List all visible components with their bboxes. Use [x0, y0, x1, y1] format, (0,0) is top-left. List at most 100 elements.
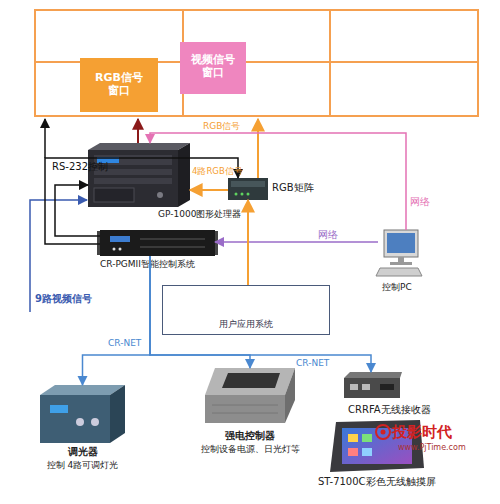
graphics-processor-device	[157, 192, 163, 198]
graphics-processor: GP-1000图形处理器	[88, 143, 190, 207]
node-text: ST-7100C彩色无线触摸屏	[318, 476, 473, 488]
watermark-logo	[376, 425, 390, 439]
power-controller-device	[212, 405, 278, 406]
graphics-processor-device	[88, 143, 190, 150]
video-window: 视频信号 窗口	[180, 42, 246, 94]
control-system-rack	[140, 238, 205, 240]
dimmer-device	[40, 385, 125, 443]
watermark-logo	[381, 430, 386, 435]
graphics-processor-device	[94, 188, 134, 202]
connector-label: 4路RGB信号	[192, 166, 272, 176]
control-pc	[376, 230, 422, 276]
rgb-matrix-device	[247, 193, 250, 196]
touch-panel-device	[330, 420, 424, 472]
signal-wire	[137, 119, 139, 143]
connector-label: 网络	[410, 196, 490, 208]
control-system-rack	[110, 236, 130, 242]
power-controller-device	[222, 373, 280, 388]
rgb-window: RGB信号 窗口	[80, 58, 158, 112]
control-pc	[390, 262, 412, 265]
signal-connector	[150, 256, 250, 368]
node-text: CR-PGMII智能控制系统	[100, 259, 235, 270]
rgb-matrix: RGB矩阵	[228, 178, 268, 200]
user-system-box: 用户应用系统	[162, 285, 330, 335]
signal-connector	[215, 241, 378, 243]
touch-panel: ST-7100C彩色无线触摸屏	[330, 420, 422, 472]
control-system-rack	[100, 230, 215, 256]
signal-wire	[257, 119, 259, 178]
control-system-rack	[113, 248, 116, 251]
graphics-processor-device	[88, 143, 190, 207]
touch-panel-device	[362, 448, 372, 456]
rgb-matrix-device	[228, 178, 268, 200]
wireless-receiver-device	[380, 384, 394, 390]
touch-panel-device	[348, 434, 358, 442]
graphics-processor-device	[97, 157, 119, 163]
dimmer-device	[50, 405, 68, 413]
wireless-receiver-device	[362, 384, 370, 390]
dimmer: 调光器控制 4路可调灯光	[40, 385, 125, 443]
signal-wire	[44, 119, 46, 158]
node-text: 强电控制器	[190, 430, 310, 442]
graphics-processor-device	[178, 143, 190, 207]
signal-wire	[30, 200, 87, 312]
rgb-matrix-device	[231, 181, 265, 187]
graphics-processor-device	[94, 178, 172, 184]
node-text: RGB矩阵	[272, 182, 332, 194]
rgb-matrix-device	[235, 193, 238, 196]
signal-connector	[55, 185, 100, 236]
power-controller-device	[285, 368, 295, 423]
power-controller: 强电控制器控制设备电源、日光灯等	[205, 368, 295, 423]
control-pc	[376, 268, 422, 276]
connector-label: CR-NET	[108, 338, 188, 349]
rgb-matrix-device	[228, 178, 268, 200]
power-controller-device	[212, 413, 278, 414]
wireless-receiver-device	[344, 372, 402, 398]
node-text: 用户应用系统	[163, 319, 329, 330]
dimmer-device	[76, 418, 84, 426]
wireless-receiver-device	[344, 378, 400, 398]
node-text: 控制 4路可调灯光	[30, 460, 135, 471]
wireless-receiver: CRRFA无线接收器	[340, 372, 402, 400]
rgb-matrix-device	[241, 193, 244, 196]
node-text: 视频信号 窗口	[184, 53, 242, 79]
signal-connector	[83, 256, 151, 385]
wireless-receiver-device	[350, 384, 358, 390]
dimmer-device	[110, 385, 125, 443]
dimmer-device	[91, 418, 99, 426]
dimmer-device	[40, 395, 110, 443]
wireless-receiver-device	[344, 372, 402, 378]
signal-connector	[247, 200, 249, 285]
control-system-rack	[119, 248, 122, 251]
graphics-processor-device	[94, 155, 172, 165]
video-wall	[35, 10, 478, 116]
control-pc	[384, 230, 418, 257]
control-system: CR-PGMII智能控制系统	[100, 230, 215, 256]
graphics-processor-device	[88, 150, 178, 207]
video-wall	[35, 10, 478, 116]
power-controller-device	[205, 368, 295, 423]
signal-label: RGB信号	[203, 121, 263, 132]
node-text: 控制设备电源、日光灯等	[190, 444, 310, 455]
connector-label: CR-NET	[296, 358, 376, 369]
signal-label: 9路视频信号	[35, 293, 125, 305]
control-pc	[387, 233, 415, 253]
signal-connector	[150, 256, 371, 372]
signal-connector	[45, 158, 238, 244]
node-text: GP-1000图形处理器	[158, 209, 273, 220]
control-system-rack	[140, 246, 205, 248]
touch-panel-device	[330, 420, 424, 472]
node-text: 调光器	[30, 446, 135, 458]
signal-connector	[150, 133, 406, 230]
signal-connector	[190, 189, 228, 191]
power-controller-device	[205, 395, 285, 423]
control-pc: 控制PC	[378, 230, 420, 278]
node-text: 控制PC	[382, 282, 432, 293]
touch-panel-device	[348, 448, 358, 456]
touch-panel-device	[362, 434, 372, 442]
watermark-logo	[376, 425, 390, 439]
control-system-rack	[97, 230, 218, 256]
node-text: RGB信号 窗口	[91, 71, 147, 97]
